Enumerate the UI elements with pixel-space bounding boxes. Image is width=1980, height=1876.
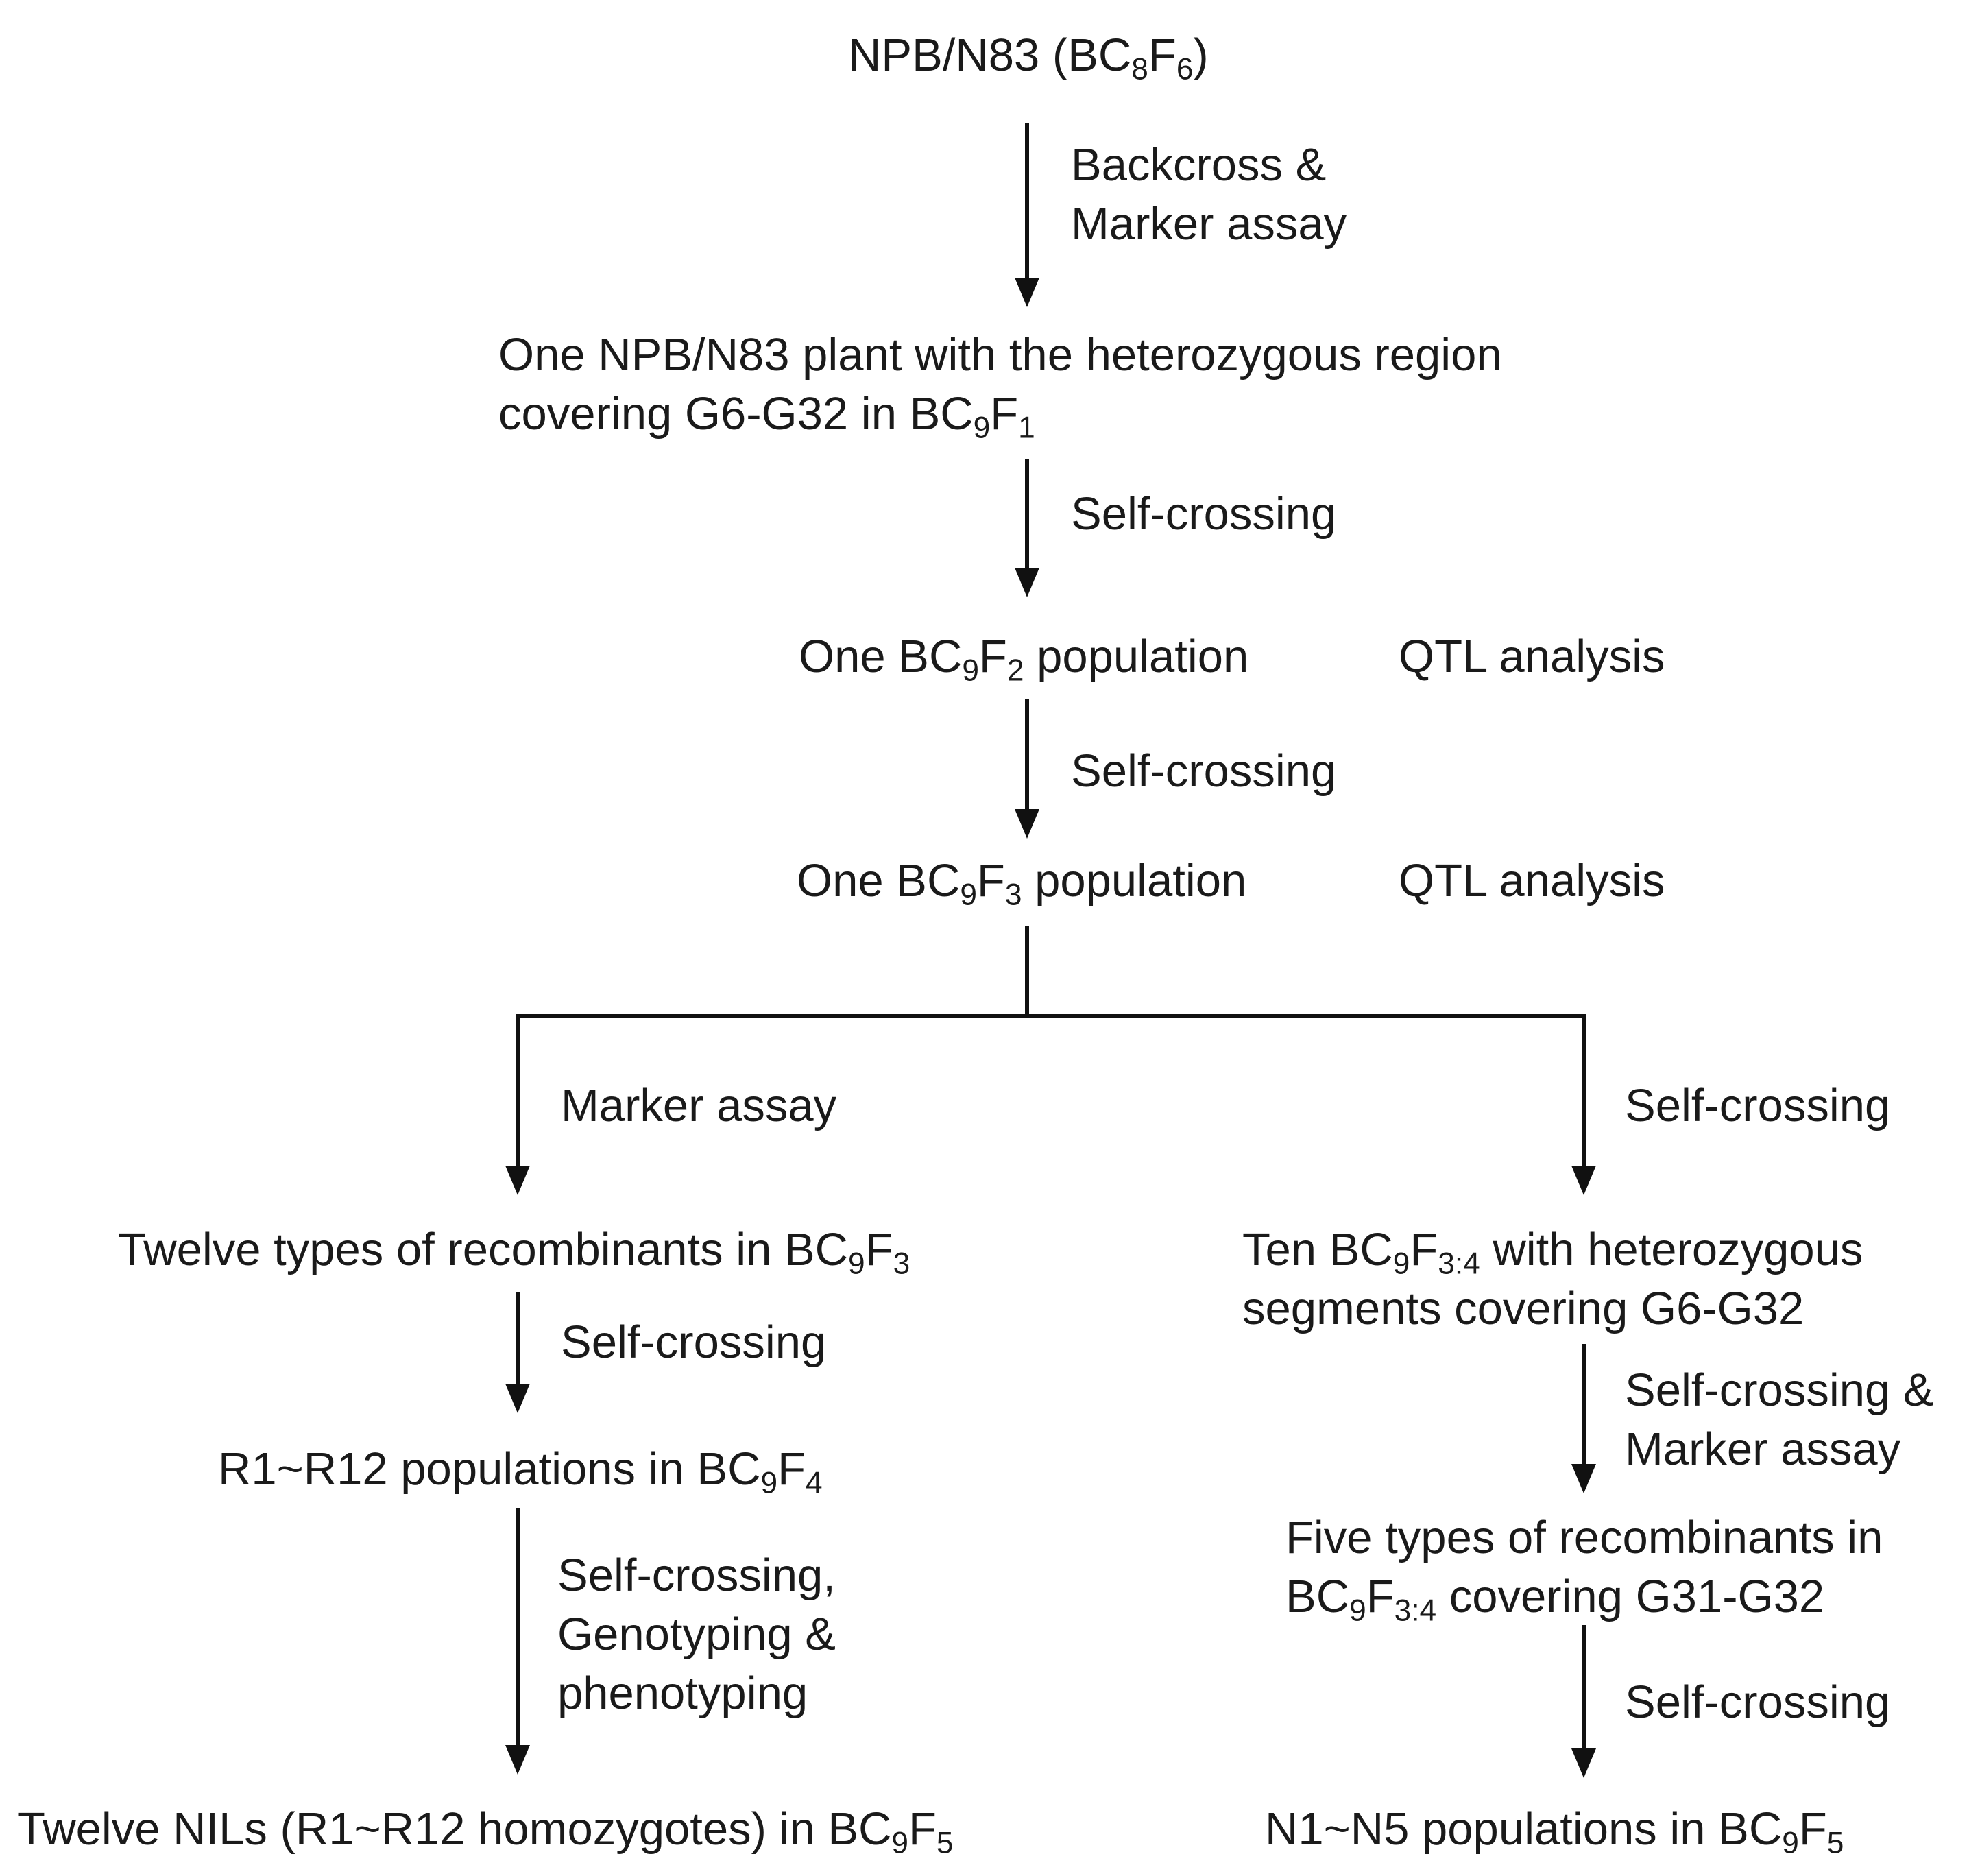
edge-label-self-crossing-2: Self-crossing	[1071, 745, 1337, 797]
side-label-qtl-f2: QTL analysis	[1399, 631, 1665, 682]
node-right-five-recombinants: Five types of recombinants in BC9F3:4 co…	[1285, 1512, 1883, 1628]
arrowhead-left-branch	[505, 1166, 530, 1195]
edge-label-self-crossing-1: Self-crossing	[1071, 488, 1337, 540]
edge-label-left-genotyping: Self-crossing, Genotyping & phenotyping	[557, 1550, 836, 1719]
node-bc9f1: One NPB/N83 plant with the heterozygous …	[498, 329, 1502, 445]
node-left-recombinants: Twelve types of recombinants in BC9F3	[118, 1224, 910, 1281]
arrowhead-left-2	[505, 1384, 530, 1413]
edge-label-right-self-crossing-marker: Self-crossing & Marker assay	[1625, 1364, 1934, 1475]
side-label-qtl-f3: QTL analysis	[1399, 855, 1665, 906]
edge-label-backcross: Backcross & Marker assay	[1071, 139, 1347, 250]
edge-label-right-self-crossing: Self-crossing	[1625, 1676, 1891, 1728]
edge-label-left-branch: Marker assay	[561, 1080, 837, 1131]
arrowhead-3	[1015, 809, 1039, 839]
node-start: NPB/N83 (BC8F6)	[848, 29, 1209, 86]
edge-label-right-branch: Self-crossing	[1625, 1080, 1891, 1131]
arrowhead-right-3	[1571, 1748, 1596, 1778]
node-right-n1-n5: N1~N5 populations in BC9F5	[1265, 1803, 1844, 1860]
node-bc9f2: One BC9F2 population	[799, 631, 1249, 688]
arrowhead-right-branch	[1571, 1166, 1596, 1195]
arrowhead-left-3	[505, 1745, 530, 1775]
node-left-populations: R1~R12 populations in BC9F4	[218, 1443, 823, 1500]
arrowhead-1	[1015, 278, 1039, 307]
edge-label-left-self-crossing: Self-crossing	[561, 1316, 827, 1368]
node-left-nils: Twelve NILs (R1~R12 homozygotes) in BC9F…	[17, 1803, 954, 1860]
arrowhead-2	[1015, 568, 1039, 597]
arrowhead-right-2	[1571, 1464, 1596, 1493]
node-right-ten-bc9f34: Ten BC9F3:4 with heterozygous segments c…	[1242, 1224, 1863, 1334]
node-bc9f3: One BC9F3 population	[797, 855, 1247, 912]
